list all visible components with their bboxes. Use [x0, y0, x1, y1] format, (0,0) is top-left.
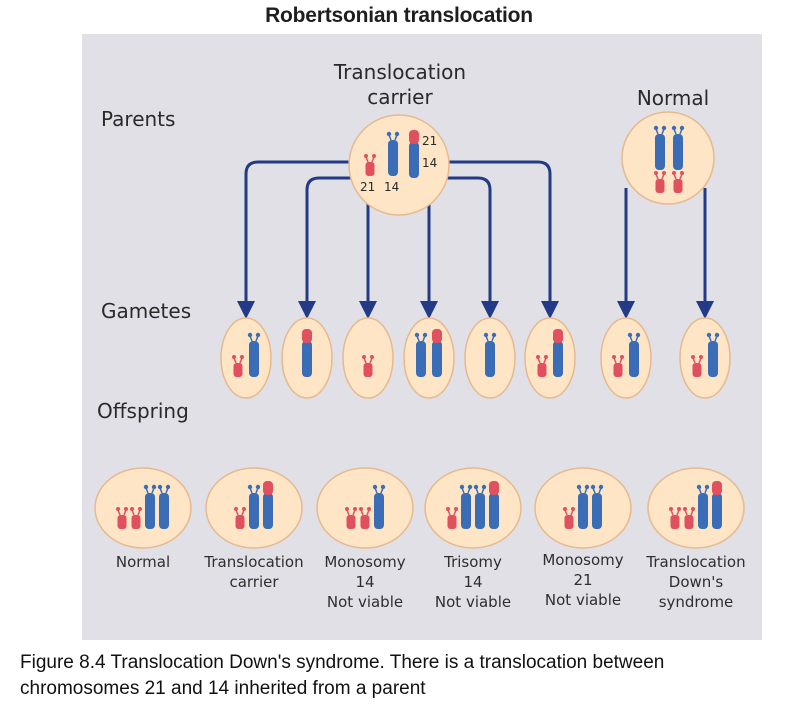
parent-label-line: Translocation [333, 60, 467, 84]
offspring-cell [94, 467, 192, 549]
figure-caption: Figure 8.4 Translocation Down's syndrome… [20, 650, 790, 702]
chromosome-14 [145, 493, 155, 529]
parent-label-line: Normal [636, 86, 710, 110]
chromosome-translocation [409, 142, 419, 178]
offspring-label-line: Not viable [544, 591, 622, 609]
chromosome-21 [447, 515, 457, 529]
offspring-cell [424, 467, 522, 549]
chromosome-14 [416, 341, 426, 377]
offspring-label-line: Trisomy [444, 553, 502, 571]
gamete-cell [281, 317, 333, 399]
chromosome-number-label: 21 [422, 134, 437, 148]
gamete-cell [342, 317, 394, 399]
parent-label-line: carrier [367, 85, 433, 109]
chromosome-14 [374, 493, 384, 529]
chromosome-21 [235, 515, 245, 529]
row-label-offspring: Offspring [97, 399, 189, 423]
chromosome-21 [233, 363, 243, 377]
parent-cell-normal [621, 111, 715, 205]
chromosome-14 [655, 134, 665, 170]
chromosome-14 [673, 134, 683, 170]
chromosome-21 [684, 515, 694, 529]
chromosome-21 [346, 515, 356, 529]
chromosome-14 [592, 493, 602, 529]
chromosome-14 [159, 493, 169, 529]
offspring-label-line: Monosomy [324, 553, 406, 571]
gamete-cell [679, 317, 731, 399]
chromosome-14 [698, 493, 708, 529]
chromosome-number-label: 14 [422, 156, 437, 170]
caption-line: Figure 8.4 Translocation Down's syndrome… [20, 652, 665, 673]
chromosome-translocation [712, 493, 722, 529]
chromosome-14 [475, 493, 485, 529]
offspring-label-line: 14 [463, 573, 483, 591]
offspring-cell [647, 467, 745, 549]
chromosome-translocation [432, 341, 442, 377]
caption-line: chromosomes 21 and 14 inherited from a p… [20, 678, 426, 699]
chromosome-21 [673, 179, 683, 193]
gamete-cell [464, 317, 516, 399]
arrow-carrier-to-gamete-5 [440, 176, 499, 319]
arrow-carrier-to-gamete-2 [298, 176, 358, 319]
figure-title: Robertsonian translocation [265, 4, 533, 27]
offspring-label-line: syndrome [658, 593, 734, 611]
chromosome-translocation [489, 493, 499, 529]
chromosome-14 [249, 493, 259, 529]
chromosome-21 [537, 363, 547, 377]
row-label-gametes: Gametes [101, 299, 192, 323]
gamete-cell [600, 317, 652, 399]
offspring-label: Normal [83, 552, 203, 572]
chromosome-21 [360, 515, 370, 529]
offspring-label-line: carrier [229, 573, 279, 591]
arrow-carrier-to-gamete-1 [237, 160, 352, 319]
chromosome-translocation [263, 493, 273, 529]
offspring-label-line: Normal [115, 553, 171, 571]
offspring-label-line: 21 [573, 571, 593, 589]
chromosome-14 [629, 341, 639, 377]
offspring-cell [205, 467, 303, 549]
offspring-label-line: Translocation [646, 553, 746, 571]
parent-cell-carrier: 21 14 21 14 [348, 114, 450, 216]
offspring-label-line: Not viable [326, 593, 404, 611]
chromosome-14 [249, 341, 259, 377]
chromosome-number-label: 14 [384, 180, 399, 194]
offspring-cell [534, 467, 632, 549]
parent-label-carrier: Translocation carrier [300, 60, 500, 110]
chromosome-21 [131, 515, 141, 529]
chromosome-translocation [553, 341, 563, 377]
gamete-cell [524, 317, 576, 399]
offspring-label-line: Monosomy [542, 551, 624, 569]
gamete-cell [403, 317, 455, 399]
chromosome-14 [485, 341, 495, 377]
offspring-label-line: 14 [355, 573, 375, 591]
parent-label-normal: Normal [608, 86, 738, 111]
arrow-carrier-to-gamete-6 [446, 160, 559, 319]
offspring-label: Translocation carrier [194, 552, 314, 592]
chromosome-21 [117, 515, 127, 529]
chromosome-21 [655, 179, 665, 193]
chromosome-number-label: 21 [360, 180, 375, 194]
chromosome-14 [388, 140, 398, 176]
offspring-cell [316, 467, 414, 549]
chromosome-21 [365, 162, 375, 176]
chromosome-14 [578, 493, 588, 529]
offspring-label-line: Down's [668, 573, 724, 591]
chromosome-21 [363, 363, 373, 377]
chromosome-14 [461, 493, 471, 529]
offspring-label-line: Translocation [204, 553, 304, 571]
row-label-parents: Parents [101, 107, 176, 131]
chromosome-21 [670, 515, 680, 529]
offspring-label-line: Not viable [434, 593, 512, 611]
chromosome-21 [613, 363, 623, 377]
chromosome-14 [708, 341, 718, 377]
chromosome-21 [692, 363, 702, 377]
gamete-cell [220, 317, 272, 399]
chromosome-21 [564, 515, 574, 529]
chromosome-translocation [302, 341, 312, 377]
